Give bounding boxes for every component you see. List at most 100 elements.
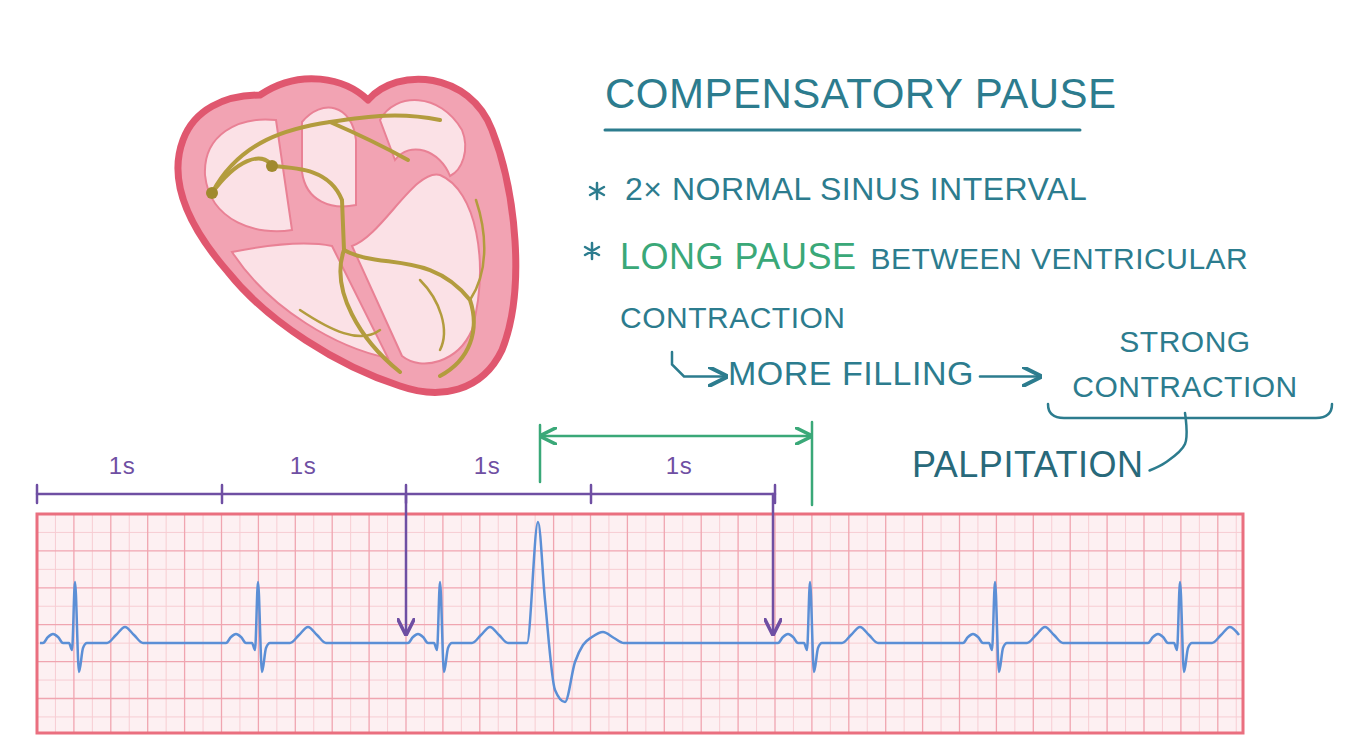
grid-line (701, 514, 702, 733)
grid-line (239, 514, 240, 733)
grid-line (129, 514, 130, 733)
grid-line (166, 514, 167, 733)
expected-beat-arrow (772, 494, 775, 632)
grid-line (461, 514, 462, 733)
grid-line (682, 514, 683, 733)
time-scale (37, 485, 775, 632)
grid-line (203, 514, 204, 733)
grid-line (37, 716, 1243, 717)
ecg-paper (37, 514, 1243, 733)
grid-line (479, 514, 480, 733)
symptom-text: PALPITATION (912, 442, 1144, 495)
grid-line (37, 680, 1243, 681)
grid-line (37, 606, 1243, 607)
time-label: 1s (474, 452, 500, 481)
effect-text: STRONG CONTRACTION (1040, 322, 1330, 412)
grid-line (92, 514, 93, 733)
ecg-trace (40, 522, 1239, 702)
grid-line (645, 514, 646, 733)
grid-line (1143, 514, 1144, 733)
grid-line (867, 514, 868, 733)
grid-line (1199, 514, 1200, 733)
time-label: 1s (109, 452, 135, 481)
grid-line (516, 514, 517, 733)
grid-line (424, 514, 425, 733)
grid-line (332, 514, 333, 733)
grid-line (37, 532, 1243, 533)
grid-line (1051, 514, 1052, 733)
grid-line (941, 514, 942, 733)
grid-line (1217, 514, 1218, 733)
node-text: MORE FILLING (728, 354, 974, 392)
bullet-asterisk (590, 183, 604, 199)
av-node (266, 160, 278, 172)
time-label: 1s (666, 452, 692, 481)
ecg-strip (37, 514, 1243, 733)
grid-line (184, 514, 185, 733)
grid-line (848, 514, 849, 733)
grid-line (368, 514, 369, 733)
time-label: 1s (290, 452, 316, 481)
grid-line (904, 514, 905, 733)
grid-line (1162, 514, 1163, 733)
title: COMPENSATORY PAUSE (605, 68, 1117, 120)
grid-line (37, 624, 1243, 625)
grid-line (37, 587, 1243, 588)
grid-line (885, 514, 886, 733)
grid-line (37, 569, 1243, 570)
grid-line (55, 514, 56, 733)
grid-line (830, 514, 831, 733)
grid-line (276, 514, 277, 733)
grid-line (1088, 514, 1089, 733)
grid-line (1033, 514, 1034, 733)
grid-line (147, 514, 148, 733)
grid-line (959, 514, 960, 733)
node-text: PALPITATION (912, 444, 1144, 485)
grid-line (295, 514, 296, 733)
grid-line (608, 514, 609, 733)
grid-line (737, 514, 738, 733)
pause-bracket (540, 422, 812, 505)
ecg-grid-major (37, 514, 1243, 733)
grid-line (37, 550, 1243, 551)
bullet-text: 2× NORMAL SINUS INTERVAL (625, 170, 1087, 208)
ecg-border (37, 514, 1243, 733)
grid-line (498, 514, 499, 733)
title-underline (605, 129, 1080, 132)
ecg-grid-minor (37, 514, 1243, 733)
grid-line (37, 661, 1243, 662)
grid-line (110, 514, 111, 733)
grid-line (553, 514, 554, 733)
flow-arrow (672, 352, 724, 377)
grid-line (1125, 514, 1126, 733)
node-text: STRONG CONTRACTION (1072, 325, 1298, 403)
effect-text: MORE FILLING (728, 352, 974, 401)
grid-line (313, 514, 314, 733)
grid-line (1014, 514, 1015, 733)
grid-line (1236, 514, 1237, 733)
grid-line (37, 698, 1243, 699)
flow-arrow (980, 375, 1038, 378)
grid-line (572, 514, 573, 733)
grid-line (756, 514, 757, 733)
grid-line (350, 514, 351, 733)
grid-line (627, 514, 628, 733)
bullet-asterisk (585, 243, 599, 259)
grid-line (719, 514, 720, 733)
highlight-text: LONG PAUSE (620, 236, 856, 277)
grid-line (793, 514, 794, 733)
heart-outline (178, 79, 516, 393)
grid-line (774, 514, 775, 733)
grid-line (590, 514, 591, 733)
grid-line (922, 514, 923, 733)
grid-line (977, 514, 978, 733)
expected-beat-arrow (405, 494, 408, 632)
grid-line (1106, 514, 1107, 733)
aorta (380, 100, 465, 176)
flow-arrow (1150, 413, 1187, 471)
sa-node (206, 187, 218, 199)
grid-line (1070, 514, 1071, 733)
grid-line (387, 514, 388, 733)
grouping-bracket (1048, 404, 1332, 418)
grid-line (221, 514, 222, 733)
